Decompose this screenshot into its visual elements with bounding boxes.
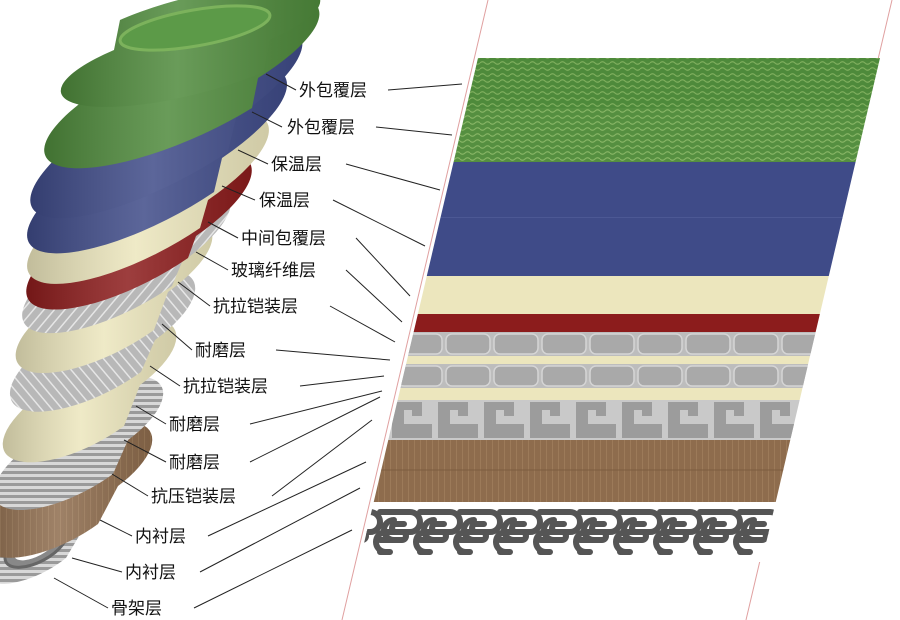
section-glass-fiber (346, 314, 880, 332)
carcass-strip-profile (493, 529, 529, 555)
armor-wire-tile (829, 333, 875, 355)
pressure-armor-profile (392, 402, 432, 438)
pressure-armor-profile (852, 402, 880, 438)
carcass-strip-profile (773, 529, 809, 555)
armor-wire-tile (829, 365, 875, 387)
label-pressure-armor: 抗压铠装层 (151, 487, 236, 507)
carcass-strip-profile (777, 509, 823, 555)
label-outer-cover-1: 外包覆层 (299, 81, 367, 101)
armor-wire-tile (445, 365, 491, 387)
section-wear-1 (346, 356, 880, 364)
label-insulation-2: 保温层 (259, 191, 310, 211)
section-outer-cover-2 (346, 108, 880, 162)
armor-wire-tile (781, 333, 827, 355)
label-liner-1: 内衬层 (135, 527, 186, 547)
label-wear-3: 耐磨层 (169, 453, 220, 473)
pressure-armor-profile (530, 402, 570, 438)
carcass-strip-profile (346, 529, 369, 555)
pressure-armor-profile (714, 402, 754, 438)
armor-wire-tile (397, 365, 443, 387)
label-carcass: 骨架层 (111, 599, 162, 619)
carcass-strip-profile (857, 509, 880, 555)
carcass-strip-profile (613, 529, 649, 555)
carcass-strip-profile (896, 532, 900, 552)
label-liner-2: 内衬层 (125, 563, 176, 583)
armor-wire-tile (733, 333, 779, 355)
carcass-strip-profile (413, 529, 449, 555)
section-middle-cover (346, 276, 880, 314)
label-outer-cover-2: 外包覆层 (287, 118, 355, 138)
pressure-armor-profile (484, 402, 524, 438)
armor-wire-tile (349, 333, 395, 355)
armor-wire-tile (637, 333, 683, 355)
armor-wire-tile (493, 365, 539, 387)
label-middle-cover: 中间包覆层 (241, 229, 326, 249)
armor-wire-tile (541, 365, 587, 387)
armor-wire-tile (349, 365, 395, 387)
armor-wire-tile (589, 333, 635, 355)
section-wear-3 (346, 394, 880, 400)
pipe-cutaway (0, 0, 321, 584)
section-outer-cover-1 (346, 58, 880, 108)
armor-wire-tile (397, 333, 443, 355)
carcass-strip-profile (813, 529, 849, 555)
label-tensile-armor-2: 抗拉铠装层 (183, 377, 268, 397)
outer-cover-layer-sleeve-1 (60, 0, 321, 107)
layer-labels: 外包覆层 外包覆层 保温层 保温层 中间包覆层 玻璃纤维层 抗拉铠装层 耐磨层 … (111, 81, 367, 619)
pressure-armor-profile (622, 402, 662, 438)
carcass-strip-profile (373, 529, 409, 555)
armor-wire-tile (877, 333, 880, 355)
armor-wire-tile (589, 365, 635, 387)
armor-wire-tile (685, 365, 731, 387)
pressure-armor-profile (576, 402, 616, 438)
carcass-strip-profile (533, 529, 569, 555)
section-liner (346, 440, 880, 502)
pressure-armor-profile (760, 402, 800, 438)
armor-wire-tile (685, 333, 731, 355)
carcass-strip-profile (693, 529, 729, 555)
armor-wire-tile (781, 365, 827, 387)
label-wear-2: 耐磨层 (169, 415, 220, 435)
pressure-armor-profile (806, 402, 846, 438)
pressure-armor-profile (438, 402, 478, 438)
carcass-strip-profile (817, 509, 863, 555)
layer-cross-section (296, 0, 900, 620)
carcass-strip-profile (296, 532, 326, 552)
label-tensile-armor-1: 抗拉铠装层 (213, 297, 298, 317)
armor-wire-tile (493, 333, 539, 355)
label-wear-1: 耐磨层 (195, 341, 246, 361)
section-insulation-1 (346, 162, 880, 218)
carcass-strip-profile (653, 529, 689, 555)
armor-wire-tile (733, 365, 779, 387)
leader-lines (53, 73, 463, 609)
pressure-armor-profile (668, 402, 708, 438)
armor-wire-tile (877, 365, 880, 387)
carcass-strip-profile (453, 529, 489, 555)
armor-wire-tile (445, 333, 491, 355)
pressure-armor-profile (346, 402, 386, 438)
label-glass-fiber: 玻璃纤维层 (231, 261, 316, 281)
carcass-strip-profile (733, 529, 769, 555)
label-insulation-1: 保温层 (271, 155, 322, 175)
armor-wire-tile (637, 365, 683, 387)
section-insulation-2 (346, 218, 880, 276)
carcass-strip-profile (853, 529, 880, 555)
armor-wire-tile (541, 333, 587, 355)
section-wear-2 (346, 388, 880, 394)
armor-wire-tile (346, 333, 347, 355)
carcass-strip-profile (573, 529, 609, 555)
